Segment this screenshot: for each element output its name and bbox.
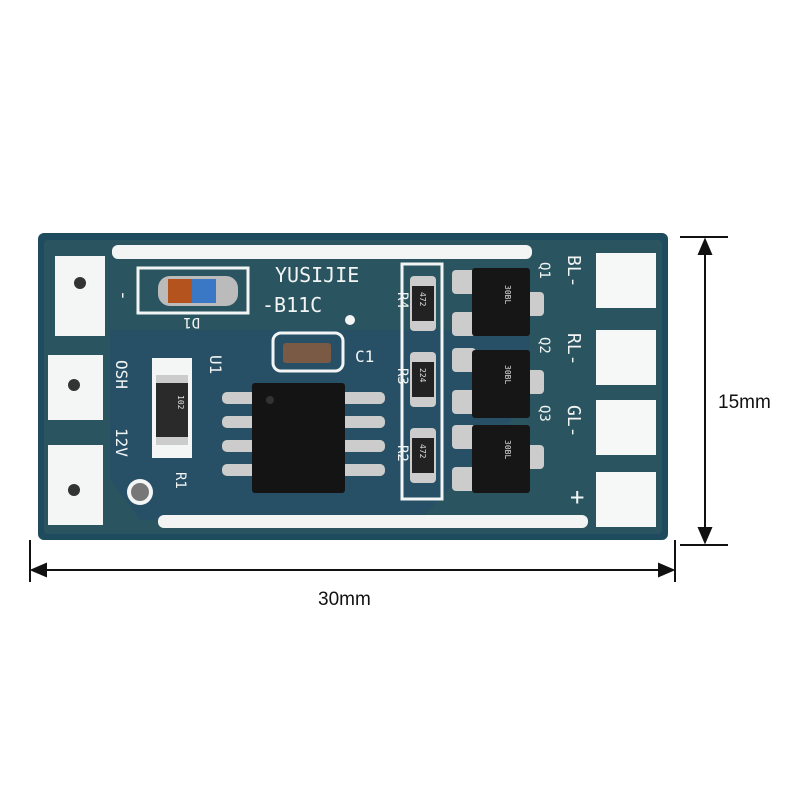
transistor-q1: 30BL [452, 268, 544, 336]
minus-label: - [113, 290, 134, 301]
resistor-r4: 472 [410, 276, 436, 331]
r3-label: R3 [394, 368, 410, 385]
svg-text:472: 472 [418, 292, 427, 307]
resistor-r2: 472 [410, 428, 436, 483]
height-dimension [680, 236, 728, 546]
plus-label: + [570, 483, 584, 511]
gl-label: GL- [563, 405, 584, 438]
q3-label: Q3 [536, 405, 552, 422]
12v-label: 12V [112, 428, 131, 457]
height-label: 15mm [718, 392, 771, 413]
pad-rl [596, 330, 656, 385]
q1-label: Q1 [536, 262, 552, 279]
pad-bl [596, 253, 656, 308]
q2-label: Q2 [536, 337, 552, 354]
silk-strip-bottom [158, 515, 588, 528]
silk-strip-top [112, 245, 532, 259]
brand-label: YUSIJIE [275, 263, 359, 287]
svg-text:472: 472 [418, 444, 427, 459]
diode-d1 [158, 276, 238, 306]
pcb-board: 102 472 224 472 [38, 233, 668, 540]
svg-text:30BL: 30BL [503, 365, 512, 384]
width-dimension [29, 540, 676, 582]
mounting-hole [131, 483, 149, 501]
svg-text:30BL: 30BL [503, 285, 512, 304]
capacitor-c1 [283, 343, 331, 363]
r4-label: R4 [394, 292, 410, 309]
transistor-q2: 30BL [452, 348, 544, 418]
pad-gl [596, 400, 656, 455]
rl-label: RL- [563, 333, 584, 366]
resistor-r3: 224 [410, 352, 436, 407]
resistor-r1: 102 [152, 358, 192, 458]
bl-label: BL- [563, 255, 584, 288]
pad-left-top [55, 256, 105, 336]
pad-plus [596, 472, 656, 527]
transistor-q3: 30BL [452, 425, 544, 493]
u1-label: U1 [206, 355, 225, 374]
r2-label: R2 [394, 445, 410, 462]
model-label: -B11C [262, 293, 322, 317]
width-label: 30mm [318, 589, 371, 610]
svg-text:30BL: 30BL [503, 440, 512, 459]
r1-marking: 102 [176, 395, 185, 410]
d1-label: D1 [183, 314, 200, 330]
r1-label: R1 [172, 472, 188, 489]
ic-u1 [222, 383, 385, 493]
osh-label: OSH [112, 360, 131, 389]
svg-text:224: 224 [418, 368, 427, 383]
c1-label: C1 [355, 347, 374, 366]
